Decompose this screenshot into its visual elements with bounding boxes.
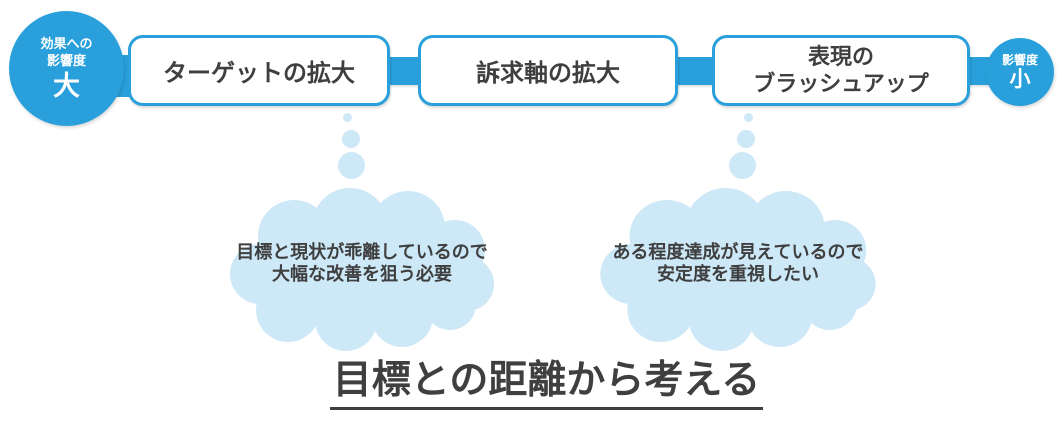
thought-trail-dot [729,152,756,179]
thought-trail-dot [737,130,755,148]
thought-trail-dot [744,113,753,122]
impact-badge-high-label: 効果への 影響度 [40,35,93,68]
thought-bubble-right: ある程度達成が見えているので 安定度を重視したい [592,186,884,352]
cloud-icon [600,188,876,351]
impact-badge-high-value: 大 [53,70,80,101]
impact-badge-low: 影響度 小 [986,38,1054,106]
step-label: 表現の ブラッシュアップ [753,44,929,96]
impact-badge-high: 効果への 影響度 大 [9,11,124,126]
step-label: ターゲットの拡大 [163,60,355,87]
thought-trail-dot [338,152,365,179]
thought-trail-dot [343,113,352,122]
thought-text: 目標と現状が乖離しているので 大幅な改善を狙う必要 [236,241,488,285]
step-box-expression-brushup: 表現の ブラッシュアップ [712,35,970,106]
impact-badge-low-label: 影響度 [1001,53,1038,68]
step-box-target-expansion: ターゲットの拡大 [128,35,390,106]
thought-trail-dot [342,130,360,148]
page-title: 目標との距離から考える [329,359,764,410]
thought-text: ある程度達成が見えているので 安定度を重視したい [612,241,864,285]
page-title-wrap: 目標との距離から考える [0,359,1057,410]
step-box-appeal-axis-expansion: 訴求軸の拡大 [418,35,678,106]
step-label: 訴求軸の拡大 [476,60,620,87]
cloud-icon [230,188,494,351]
impact-badge-low-value: 小 [1009,67,1031,91]
thought-bubble-left: 目標と現状が乖離しているので 大幅な改善を狙う必要 [222,186,502,352]
